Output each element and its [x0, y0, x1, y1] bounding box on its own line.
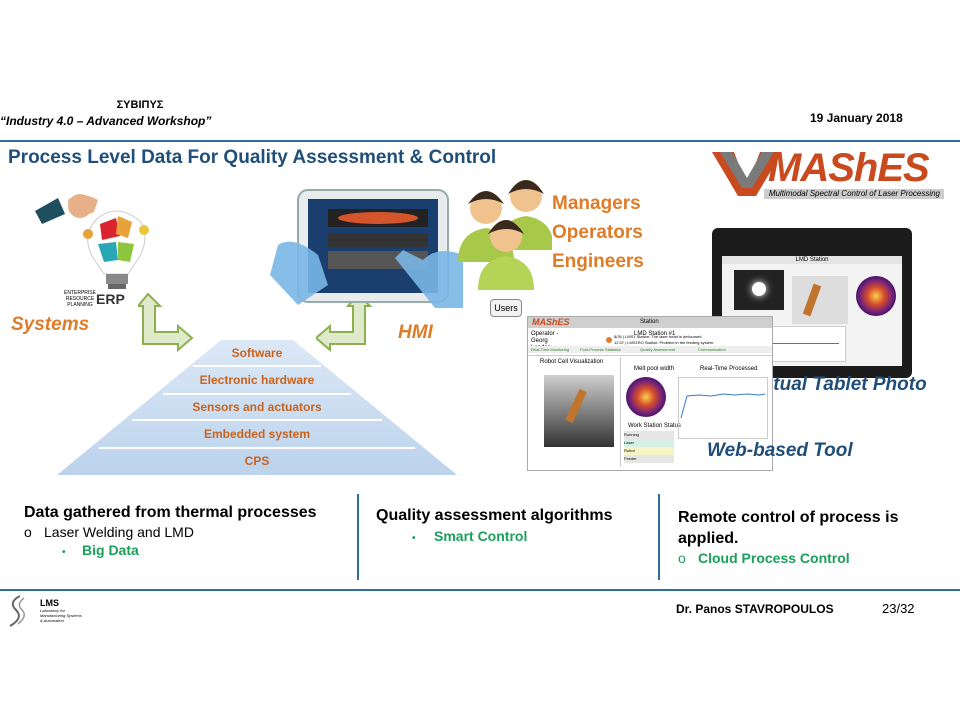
people-group: [456, 174, 554, 292]
col1-heading: Data gathered from thermal processes: [24, 504, 317, 521]
down-right-arrow-icon: [138, 292, 194, 353]
thermal-view: [856, 276, 896, 316]
tablet-photo-label: Actual Tablet Photo: [749, 374, 927, 395]
column-divider: [357, 494, 359, 580]
pyramid-shape: [57, 340, 457, 475]
web-tool-tabs: Real-Time Monitoring Post-Process Statis…: [528, 346, 772, 353]
web-tool-station-title: LMD Station #1: [634, 331, 676, 337]
robot-view: [792, 276, 848, 324]
col1-sub-text: Laser Welding and LMD: [44, 524, 194, 540]
tab-communication[interactable]: Communication: [698, 347, 726, 352]
melt-pool-title: Melt pool width: [634, 366, 675, 372]
status-row: Feeder: [624, 455, 674, 463]
melt-pool-view: [626, 377, 666, 417]
lms-sub-line: & Automation: [40, 618, 64, 623]
lms-label: LMS: [40, 598, 59, 608]
col-quality: Quality assessment algorithms • Smart Con…: [376, 507, 656, 546]
tab-quality[interactable]: Quality Assessment: [640, 347, 676, 352]
web-tool-header: MAShES Station: [528, 317, 772, 328]
mashes-tagline: Multimodal Spectral Control of Laser Pro…: [764, 189, 944, 199]
lms-logo-icon: [9, 595, 25, 627]
hmi-label: HMI: [398, 322, 433, 343]
col3-bullet: o Cloud Process Control: [678, 550, 948, 568]
web-tool-station: Station: [640, 319, 659, 325]
ws-status-list: Running Laser Robot Feeder: [624, 431, 674, 463]
col1-bullet: • Big Data: [62, 542, 354, 560]
pyramid-level-cps: CPS: [244, 454, 270, 468]
status-row: Laser: [624, 439, 674, 447]
erp-caption: ENTERPRISE RESOURCE PLANNING: [60, 290, 100, 308]
role-engineers: Engineers: [552, 251, 644, 272]
users-icon: [458, 180, 554, 290]
erp-label: ERP: [96, 291, 125, 307]
workshop-title: “Industry 4.0 – Advanced Workshop”: [0, 114, 212, 128]
web-tool-messages: 8/26 | LMS1 Station: The laser head is d…: [614, 334, 764, 346]
pyramid-level-embedded: Embedded system: [203, 427, 311, 441]
alert-icon: [606, 337, 612, 343]
message-2: 12:37 | LMS1RO Station: Problem in the f…: [614, 340, 714, 345]
web-tool-logo: MAShES: [532, 317, 570, 327]
col-data-gathering: Data gathered from thermal processes o La…: [24, 504, 354, 560]
web-tool-screenshot: MAShES Station Operator - Georg Lender L…: [527, 316, 773, 471]
robot-cell-view: [544, 375, 614, 447]
date: 19 January 2018: [810, 111, 903, 125]
lms-sub-line: Manufacturing Systems: [40, 613, 82, 618]
bullet-icon: •: [62, 547, 66, 558]
footer-rule: [0, 589, 960, 591]
erp-graphic: [30, 186, 160, 316]
pyramid-level-software: Software: [231, 346, 283, 360]
bullet-icon: •: [412, 533, 416, 544]
tablet-screen-title: LMD Station: [722, 256, 902, 264]
erp-lightbulb-icon: [35, 194, 149, 289]
circle-bullet-icon: o: [24, 524, 32, 540]
mashes-logo: MAShES Multimodal Spectral Control of La…: [712, 146, 947, 204]
realtime-chart-line: [680, 393, 766, 419]
col1-bullet-text: Big Data: [82, 542, 139, 558]
systems-label: Systems: [11, 314, 90, 335]
realtime-title: Real-Time Processed: [700, 366, 758, 372]
column-divider: [658, 494, 660, 580]
robot-cell-title: Robot Cell Visualization: [540, 359, 604, 365]
tab-realtime[interactable]: Real-Time Monitoring: [531, 347, 570, 352]
col2-bullet-text: Smart Control: [434, 528, 528, 544]
mashes-logo-text: MAShES: [768, 146, 930, 190]
circle-bullet-icon: o: [678, 550, 686, 566]
architecture-pyramid: Software Electronic hardware Sensors and…: [57, 340, 457, 475]
realtime-chart: [678, 377, 768, 439]
col3-bullet-text: Cloud Process Control: [698, 550, 850, 566]
camera-view: [734, 270, 784, 310]
users-badge: Users: [490, 299, 522, 317]
message-1: 8/26 | LMS1 Station: The laser head is d…: [614, 334, 702, 339]
status-row: Running: [624, 431, 674, 439]
col3-heading: Remote control of process is applied.: [678, 509, 899, 547]
col2-bullet: • Smart Control: [412, 528, 656, 546]
col1-sub: o Laser Welding and LMD: [24, 524, 354, 540]
ws-status-title: Work Station Status: [628, 423, 681, 429]
hmi-tablet-graphic: [268, 185, 468, 320]
page-number: 23/32: [882, 601, 915, 616]
pyramid-level-sensors: Sensors and actuators: [192, 400, 322, 414]
org-name: ΣΥΒΙΠΥΣ: [116, 99, 164, 111]
header-rule: [0, 140, 960, 142]
web-tool-label: Web-based Tool: [707, 440, 853, 461]
role-operators: Operators: [552, 222, 643, 243]
pyramid-level-electronic-hardware: Electronic hardware: [199, 373, 315, 387]
col2-heading: Quality assessment algorithms: [376, 507, 613, 524]
erp-line: RESOURCE: [65, 296, 95, 302]
erp-line: ENTERPRISE: [64, 290, 96, 296]
lms-subtitle: Laboratory for Manufacturing Systems & A…: [40, 608, 82, 623]
tablet-icon: [270, 189, 463, 308]
role-managers: Managers: [552, 193, 641, 214]
roles-list: Managers Operators Engineers: [552, 189, 644, 276]
status-row: Robot: [624, 447, 674, 455]
slide-title: Process Level Data For Quality Assessmen…: [8, 147, 497, 168]
mashes-logo-icon: [712, 152, 782, 196]
erp-line: PLANNING: [67, 302, 93, 308]
down-left-arrow-icon: [316, 292, 372, 353]
tab-post-process[interactable]: Post-Process Statistics: [580, 347, 621, 352]
lms-sub-line: Laboratory for: [40, 608, 65, 613]
presenter-name: Dr. Panos STAVROPOULOS: [676, 602, 834, 616]
